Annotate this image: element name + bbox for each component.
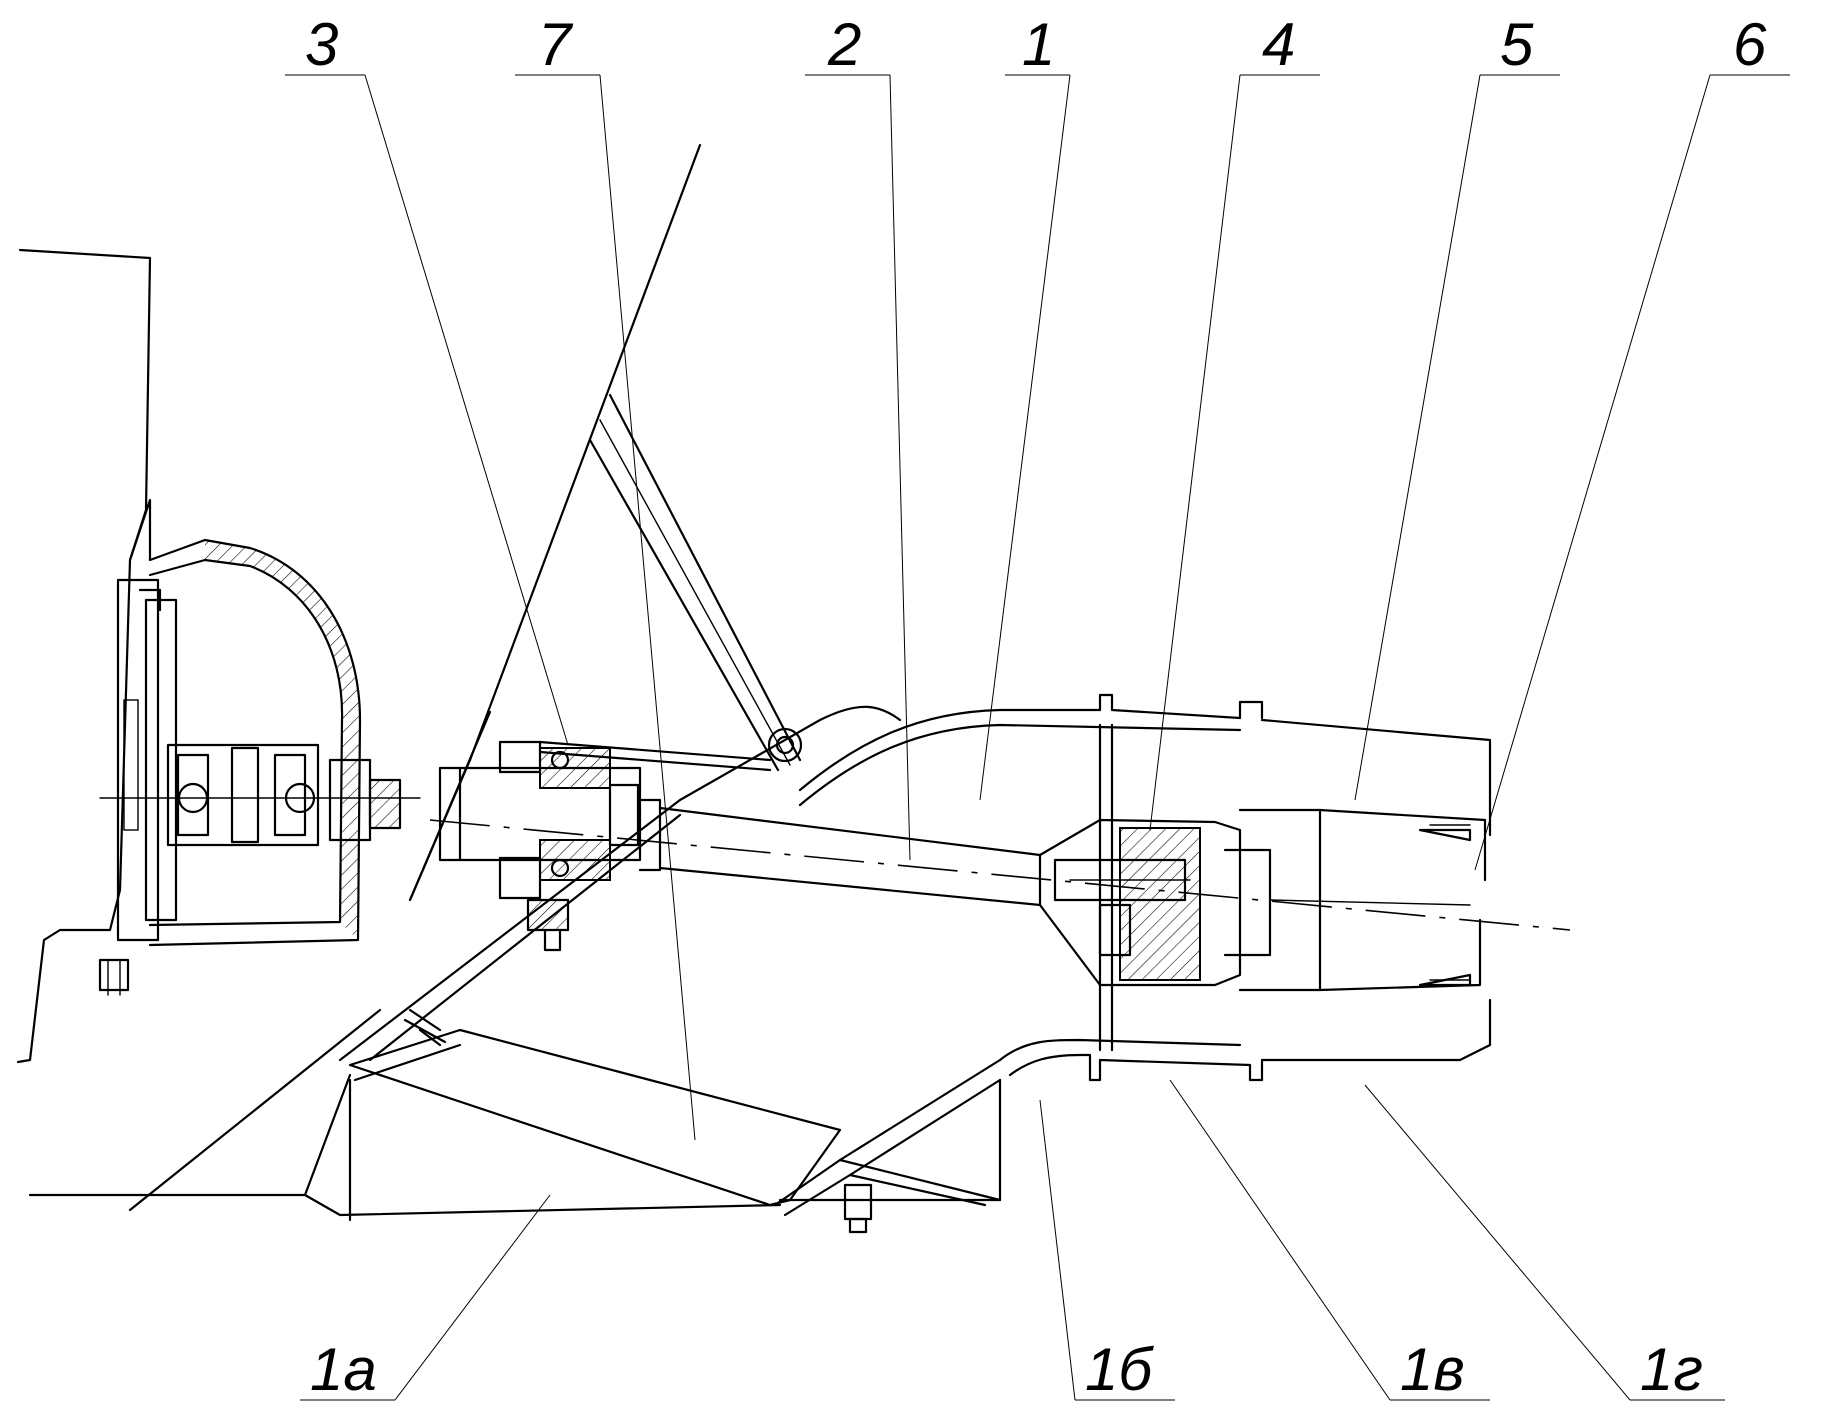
callout-2: 2 [827,11,861,78]
callout-1v: 1в [1400,1336,1465,1403]
gearbox-housing [98,498,362,996]
callout-3: 3 [305,11,338,78]
cardan-joint [99,743,421,847]
callout-7: 7 [538,11,574,78]
engine-frame [16,248,152,1064]
callout-5: 5 [1500,11,1534,78]
callout-4: 4 [1262,11,1295,78]
callout-labels: 3 7 2 1 4 5 6 1а 1б 1в 1г [305,11,1767,1403]
callout-1a: 1а [310,1336,377,1403]
leader-lines [285,74,1790,1401]
frame-rods [128,143,702,1212]
pump-casing [338,693,1264,1082]
nozzle-assembly [1038,718,1492,1062]
bearing-assembly [438,740,642,952]
inlet-hopper [28,1008,1002,1234]
support-brace [538,393,803,772]
callout-6: 6 [1733,11,1767,78]
callout-1b: 1б [1085,1336,1154,1403]
callout-1: 1 [1022,11,1055,78]
drive-shaft [429,798,1571,931]
callout-1g: 1г [1640,1336,1703,1403]
